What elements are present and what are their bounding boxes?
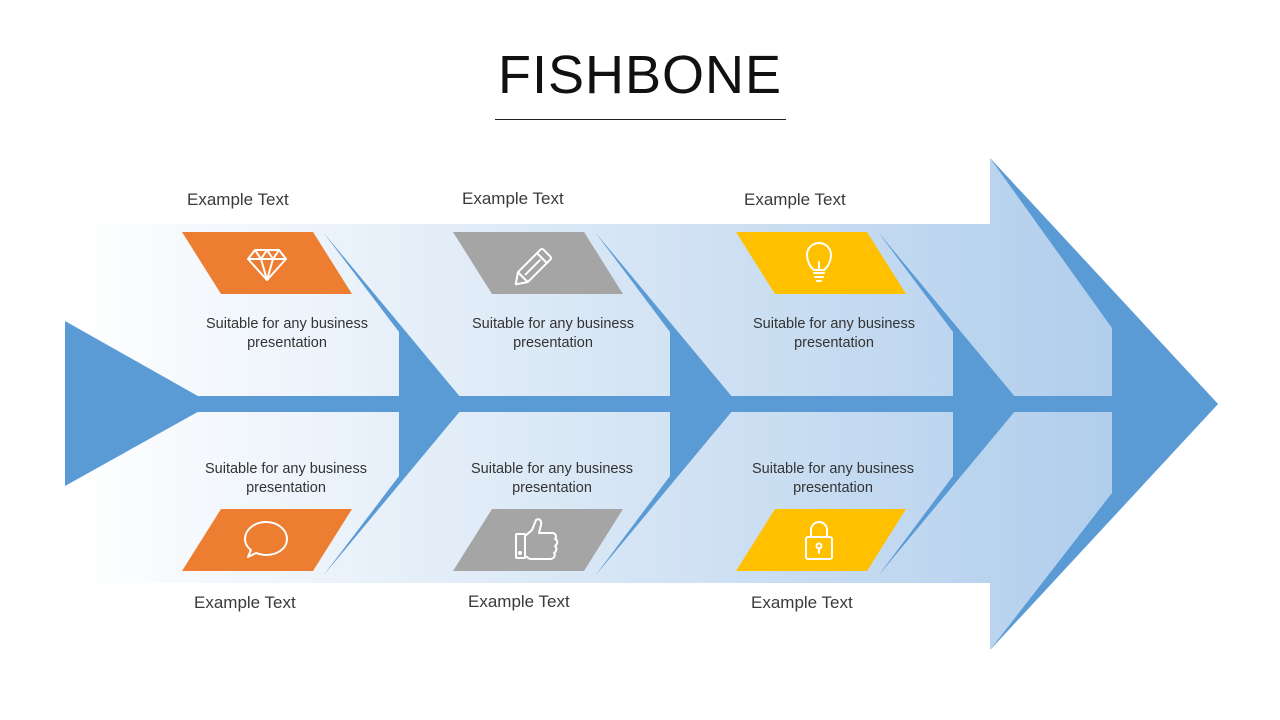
cause-description-6: Suitable for any business presentation: [751, 461, 914, 496]
cause-label-6: Example Text: [751, 593, 853, 612]
cause-shape-3: [736, 232, 906, 294]
fish-head-arrow: [990, 158, 1218, 650]
diamond-icon: [247, 249, 287, 281]
cause-description-2: Suitable for any business presentation: [471, 316, 634, 351]
cause-label-3: Example Text: [744, 190, 846, 209]
cause-description-4: Suitable for any business presentation: [204, 461, 367, 496]
cause-label-4: Example Text: [194, 593, 296, 612]
lightbulb-icon: [806, 242, 832, 282]
cause-description-1: Suitable for any business presentation: [205, 316, 368, 351]
bone-chevron-1: [323, 232, 466, 576]
page-title: FISHBONE: [497, 45, 783, 105]
thumbs-up-icon: [515, 518, 559, 560]
cause-description-5: Suitable for any business presentation: [470, 461, 633, 496]
title-underline: [495, 119, 786, 120]
fish-tail: [65, 321, 212, 486]
cause-shape-1: [182, 232, 352, 294]
pencil-icon: [514, 247, 553, 286]
speech-bubble-icon: [244, 521, 288, 558]
padlock-icon: [805, 521, 833, 560]
cause-label-2: Example Text: [462, 189, 564, 208]
cause-shape-6: [736, 509, 906, 571]
bone-chevron-3: [878, 232, 1021, 576]
cause-label-5: Example Text: [468, 592, 570, 611]
cause-description-3: Suitable for any business presentation: [752, 316, 915, 351]
bone-chevron-2: [595, 232, 738, 576]
cause-label-1: Example Text: [187, 190, 289, 209]
cause-shape-5: [453, 509, 623, 571]
cause-shape-4: [182, 509, 352, 571]
